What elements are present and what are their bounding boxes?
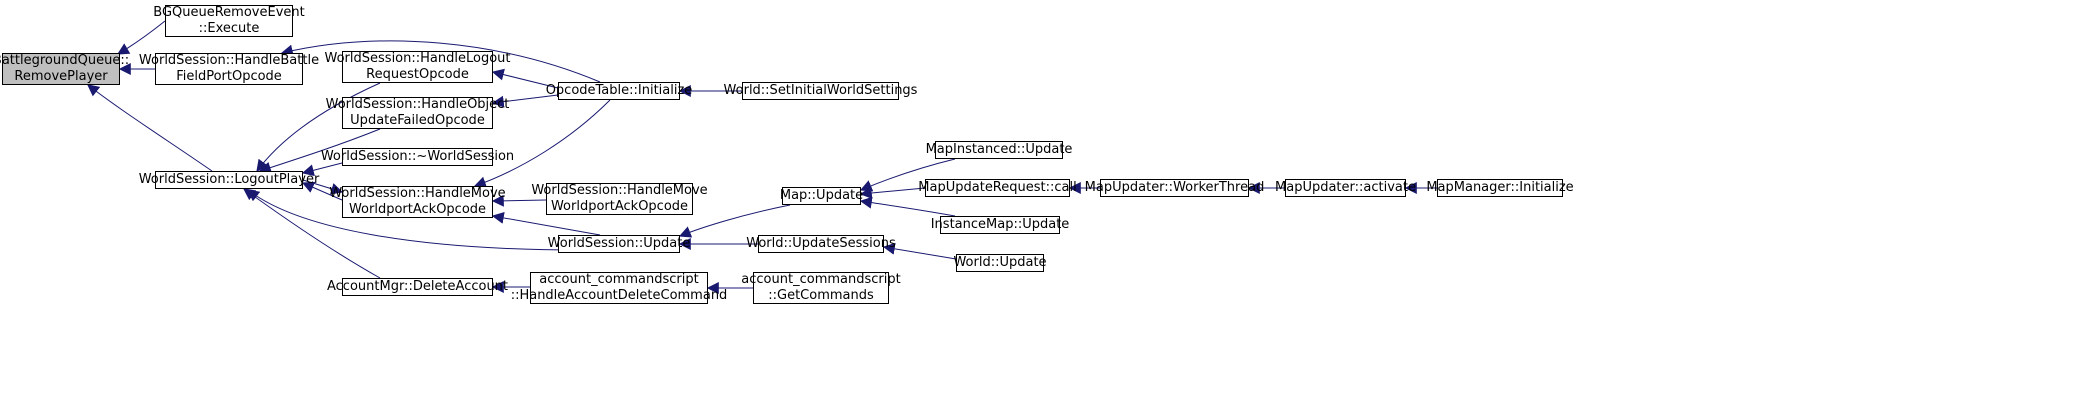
node-label-line: MapUpdateRequest::call <box>918 180 1077 195</box>
call-edge-n9-to-n4 <box>491 68 559 89</box>
node-label-line: WorldportAckOpcode <box>550 199 689 214</box>
node-worldsession-update[interactable]: WorldSession::Update <box>548 235 690 253</box>
node-mapupdater-activate[interactable]: MapUpdater::activate <box>1275 179 1416 197</box>
node-label-line: MapUpdater::activate <box>1275 180 1416 195</box>
node-label-line: ::HandleAccountDeleteCommand <box>510 288 728 303</box>
node-label-line: BattlegroundQueue:: <box>0 53 130 68</box>
call-edge-n4-to-n3 <box>256 82 381 172</box>
call-edge-n20-to-n15 <box>882 242 957 260</box>
call-edge-n5-to-n3 <box>258 128 381 174</box>
node-label-line: UpdateFailedOpcode <box>350 113 485 128</box>
node-label-line: MapManager::Initialize <box>1426 180 1574 195</box>
node-label-line: Map::Update <box>779 188 864 203</box>
node-world-setinitialworldsettings[interactable]: World::SetInitialWorldSettings <box>724 82 917 100</box>
call-edge-n18-to-n14 <box>859 187 926 199</box>
node-worldsession-destructor[interactable]: WorldSession::~WorldSession <box>321 148 514 166</box>
call-edge-n3-to-n7 <box>302 179 344 195</box>
call-edge-n11-to-n7 <box>491 211 601 236</box>
node-account-commandscript-getcommands[interactable]: account_commandscript::GetCommands <box>741 272 901 304</box>
node-account-commandscript-handleaccountdeletecommand[interactable]: account_commandscript::HandleAccountDele… <box>511 272 727 304</box>
node-label-line: FieldPortOpcode <box>176 69 282 84</box>
node-mapinstanced-update[interactable]: MapInstanced::Update <box>926 141 1072 159</box>
call-edge-n9-to-n7 <box>473 99 611 189</box>
node-label-line: OpcodeTable::Initialize <box>545 83 693 98</box>
node-label-line: RemovePlayer <box>14 69 108 84</box>
node-label-line: WorldSession::HandleMove <box>329 186 506 201</box>
node-label-line: ::GetCommands <box>768 288 874 303</box>
node-label-line: WorldSession::LogoutPlayer <box>138 172 320 187</box>
call-edge-n9-to-n2 <box>280 40 601 83</box>
node-bgqueueremoveevent-execute[interactable]: BGQueueRemoveEvent::Execute <box>153 5 305 37</box>
node-opcodetable-initialize[interactable]: OpcodeTable::Initialize <box>546 82 692 100</box>
call-edge-n10-to-n7 <box>491 194 547 207</box>
node-mapupdater-workerthread[interactable]: MapUpdater::WorkerThread <box>1085 179 1264 197</box>
node-label-line: WorldSession::HandleLogout <box>324 51 511 66</box>
call-edge-n14-to-n11 <box>678 204 791 238</box>
node-label-line: World::Update <box>953 255 1047 270</box>
call-edge-n7-to-n3 <box>301 181 343 201</box>
call-edge-n11-to-n3 <box>247 189 581 251</box>
node-label-line: WorldSession::~WorldSession <box>320 149 515 164</box>
node-map-update[interactable]: Map::Update <box>779 187 864 205</box>
node-instancemap-update[interactable]: InstanceMap::Update <box>931 216 1069 234</box>
call-edge-n9-to-n5 <box>491 94 559 108</box>
node-label-line: AccountMgr::DeleteAccount <box>326 279 509 294</box>
node-mapupdaterequest-call[interactable]: MapUpdateRequest::call <box>918 179 1077 197</box>
node-label-line: account_commandscript <box>741 272 901 287</box>
call-edge-n3-to-n0 <box>87 84 213 172</box>
node-label-line: WorldSession::Update <box>547 236 691 251</box>
node-label-line: WorldSession::HandleMove <box>531 183 708 198</box>
node-label-line: World::SetInitialWorldSettings <box>723 83 918 98</box>
node-label-line: BGQueueRemoveEvent <box>153 5 305 20</box>
node-label-line: RequestOpcode <box>366 67 469 82</box>
node-label-line: World::UpdateSessions <box>746 236 896 251</box>
node-label-line: account_commandscript <box>539 272 699 287</box>
node-label-line: WorldSession::HandleObject <box>325 97 510 112</box>
node-label-line: WorldportAckOpcode <box>348 202 487 217</box>
node-label-line: MapUpdater::WorkerThread <box>1084 180 1265 195</box>
node-label-line: InstanceMap::Update <box>930 217 1070 232</box>
node-battlegroundqueue-removeplayer[interactable]: BattlegroundQueue::RemovePlayer <box>0 53 129 85</box>
node-world-update[interactable]: World::Update <box>953 254 1047 272</box>
edge-layer <box>87 20 1437 294</box>
call-edge-n6-to-n3 <box>301 162 343 177</box>
node-world-updatesessions[interactable]: World::UpdateSessions <box>746 235 896 253</box>
node-mapmanager-initialize[interactable]: MapManager::Initialize <box>1426 179 1574 197</box>
node-accountmgr-deleteaccount[interactable]: AccountMgr::DeleteAccount <box>327 278 508 296</box>
node-label-line: ::Execute <box>198 21 260 36</box>
node-label-line: MapInstanced::Update <box>925 142 1073 157</box>
call-edge-n1-to-n0 <box>116 20 166 55</box>
node-worldsession-logoutplayer[interactable]: WorldSession::LogoutPlayer <box>139 171 319 189</box>
node-label-line: WorldSession::HandleBattle <box>138 53 320 68</box>
call-edge-n19-to-n14 <box>859 196 956 217</box>
